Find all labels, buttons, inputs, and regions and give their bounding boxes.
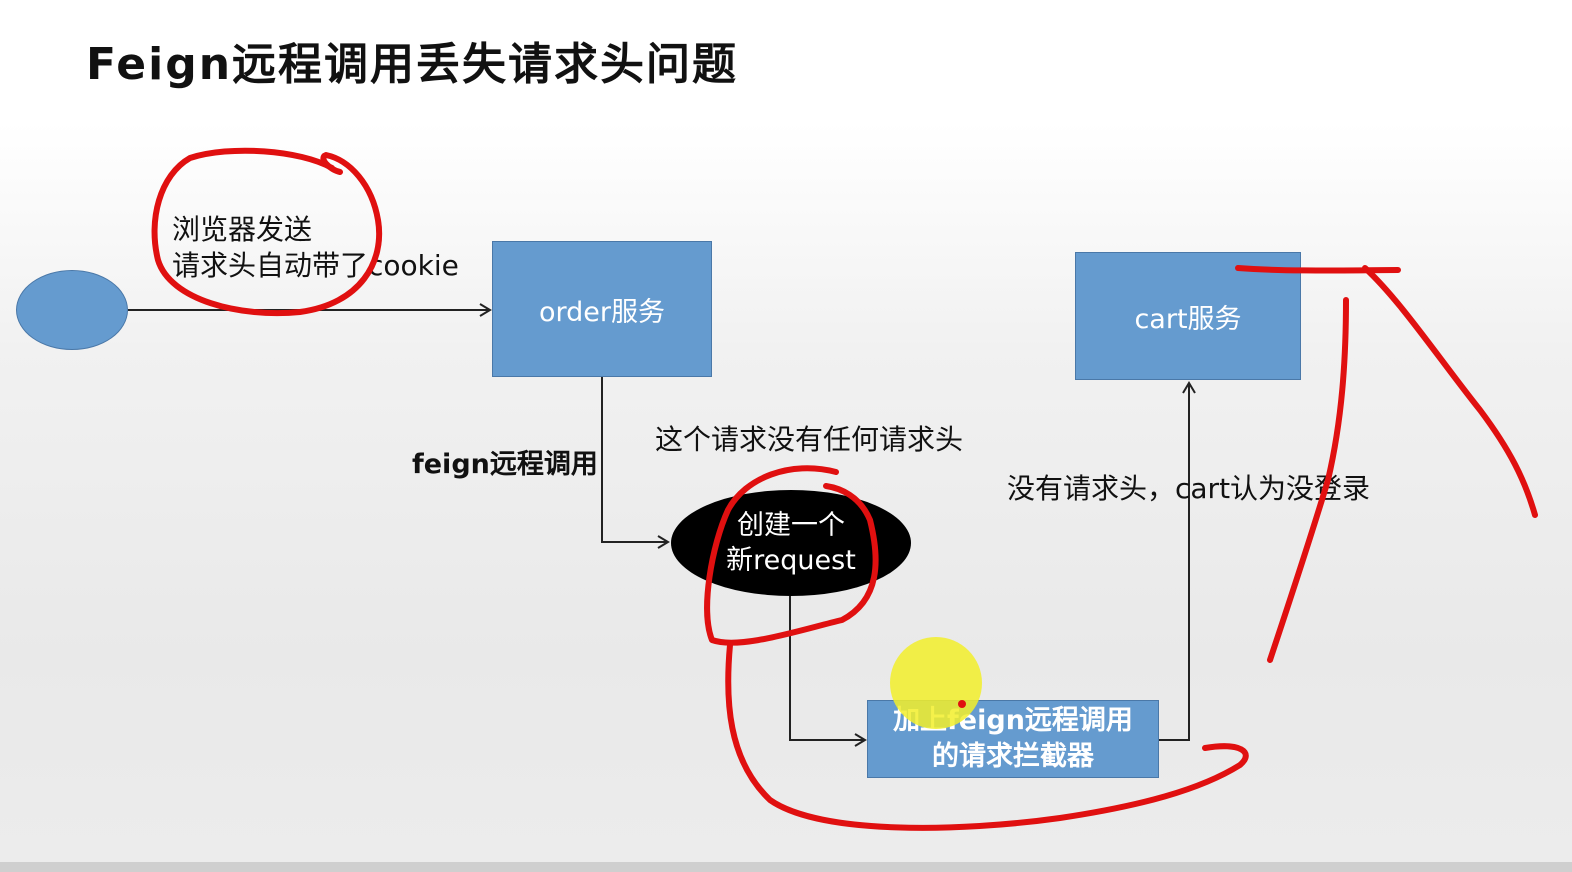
laser-pointer xyxy=(890,637,982,729)
browser-label-line2: 请求头自动带了cookie xyxy=(172,249,459,282)
no-header-label: 这个请求没有任何请求头 xyxy=(655,423,964,456)
new-request-line2: 新request xyxy=(726,545,856,576)
laser-pointer-dot xyxy=(958,700,966,708)
slide-title: Feign远程调用丢失请求头问题 xyxy=(86,39,739,90)
red-mark-cart-top xyxy=(1235,265,1401,274)
new-request-line1: 创建一个 xyxy=(737,510,845,541)
browser-label-line1: 浏览器发送 xyxy=(172,213,313,246)
red-curve-bottom xyxy=(725,642,1249,831)
bottom-bar xyxy=(0,862,1572,872)
browser-node xyxy=(16,270,128,350)
red-loop-new-request xyxy=(704,465,879,646)
red-circle-browser-label xyxy=(151,147,383,317)
red-stroke-cart-vertical xyxy=(1267,297,1349,663)
cart-service-box: cart服务 xyxy=(1075,252,1301,380)
arrow-new-request-to-interceptor xyxy=(789,596,867,747)
order-service-box: order服务 xyxy=(492,241,712,377)
interceptor-line2: 的请求拦截器 xyxy=(932,741,1094,772)
interceptor-box: 加上feign远程调用 的请求拦截器 xyxy=(867,700,1159,778)
feign-call-label: feign远程调用 xyxy=(412,449,598,480)
red-stroke-cart-diag xyxy=(1362,265,1538,518)
arrow-order-to-new-request xyxy=(601,377,670,549)
browser-label: 浏览器发送 请求头自动带了cookie xyxy=(172,212,459,284)
cart-not-logged-in-label: 没有请求头，cart认为没登录 xyxy=(1007,472,1371,505)
arrow-interceptor-to-cart xyxy=(1159,381,1196,741)
